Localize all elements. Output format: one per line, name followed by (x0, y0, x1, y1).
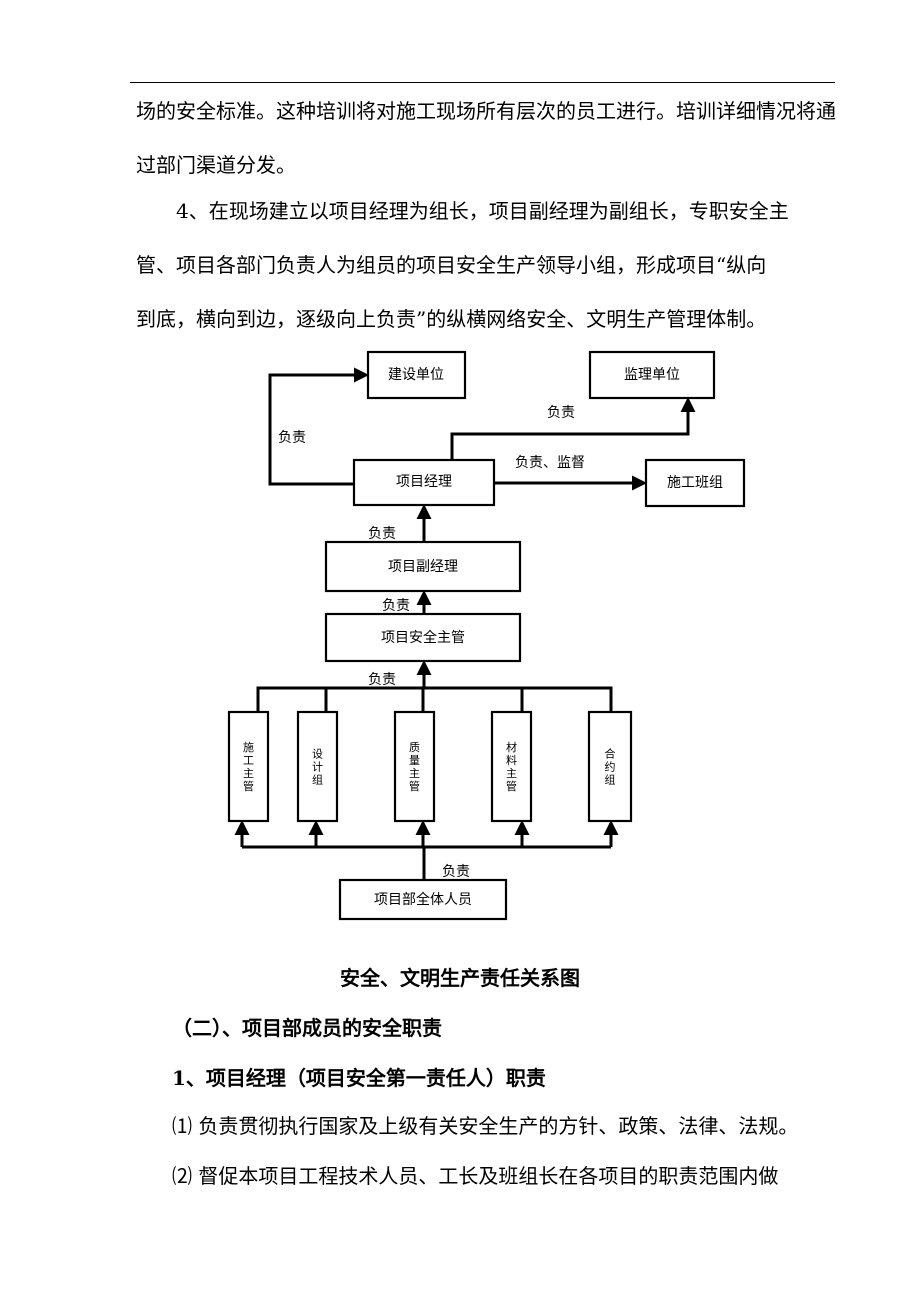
owner-label: 建设单位 (388, 367, 444, 383)
department-box (490, 710, 533, 823)
bracket-departments (256, 686, 613, 712)
supervisor-box (588, 350, 716, 400)
header-rule (130, 82, 835, 83)
department-labels: 施工主管 设计组 质量主管 材料主管 合约组 (243, 740, 616, 793)
responsibility-diagram: 建设单位 监理单位 项目经理 施工班组 项目副经理 项目安全主管 项目部全体人员… (227, 350, 746, 921)
department-box (296, 710, 339, 823)
label-depts-to-safety: 负责 (368, 672, 396, 688)
department-label: 合约组 (605, 747, 616, 787)
all-staff-label: 项目部全体人员 (374, 891, 472, 908)
department-boxes (227, 710, 633, 823)
duty-item: ⑵ 督促本项目工程技术人员、工长及班组长在各项目的职责范围内做 (172, 1164, 779, 1188)
department-box (587, 710, 633, 823)
section-heading: （二）、项目部成员的安全职责 (172, 1016, 442, 1040)
all-staff-box (338, 878, 508, 921)
arrow-to-owner (268, 367, 369, 486)
department-box (393, 710, 436, 823)
team-label: 施工班组 (667, 475, 723, 491)
bracket-departments-stems (324, 688, 524, 712)
safety-label: 项目安全主管 (381, 629, 465, 646)
team-box (644, 458, 746, 508)
label-deputy-to-pm: 负责 (368, 526, 396, 542)
department-box (227, 710, 270, 823)
paragraph-line: 管、项目各部门负责人为组员的项目安全生产领导小组，形成项目“纵向 (136, 253, 767, 277)
paragraph-line: 到底，横向到边，逐级向上负责”的纵横网络安全、文明生产管理体制。 (136, 307, 767, 331)
department-label: 设计组 (312, 748, 323, 787)
department-label: 质量主管 (409, 741, 420, 793)
diagram-caption: 安全、文明生产责任关系图 (340, 966, 580, 990)
paragraph-leadership-group: 4、在现场建立以项目经理为组长，项目副经理为副组长，专职安全主管、项目各部门负责… (136, 184, 836, 346)
label-safety-to-deputy: 负责 (382, 598, 410, 614)
section-subheading: 1、项目经理（项目安全第一责任人）职责 (172, 1066, 546, 1090)
paragraph-line: 4、在现场建立以项目经理为组长，项目副经理为副组长，专职安全主 (176, 199, 789, 223)
owner-box (366, 350, 467, 400)
label-to-owner: 负责 (278, 430, 306, 446)
arrow-to-supervisor (450, 397, 696, 460)
supervisor-label: 监理单位 (624, 367, 680, 383)
pm-label: 项目经理 (396, 474, 452, 490)
deputy-label: 项目副经理 (388, 559, 458, 575)
label-to-supervisor: 负责 (547, 405, 575, 421)
label-to-team: 负责、监督 (515, 455, 585, 471)
paragraph-training: 场的安全标准。这种培训将对施工现场所有层次的员工进行。培训详细情况将通过部门渠道… (136, 99, 836, 177)
duty-item: ⑴ 负责贯彻执行国家及上级有关安全生产的方针、政策、法律、法规。 (172, 1114, 799, 1138)
department-label: 施工主管 (243, 741, 254, 793)
pm-box (352, 458, 496, 507)
label-staff-to-depts: 负责 (442, 864, 470, 880)
department-label: 材料主管 (506, 740, 517, 793)
